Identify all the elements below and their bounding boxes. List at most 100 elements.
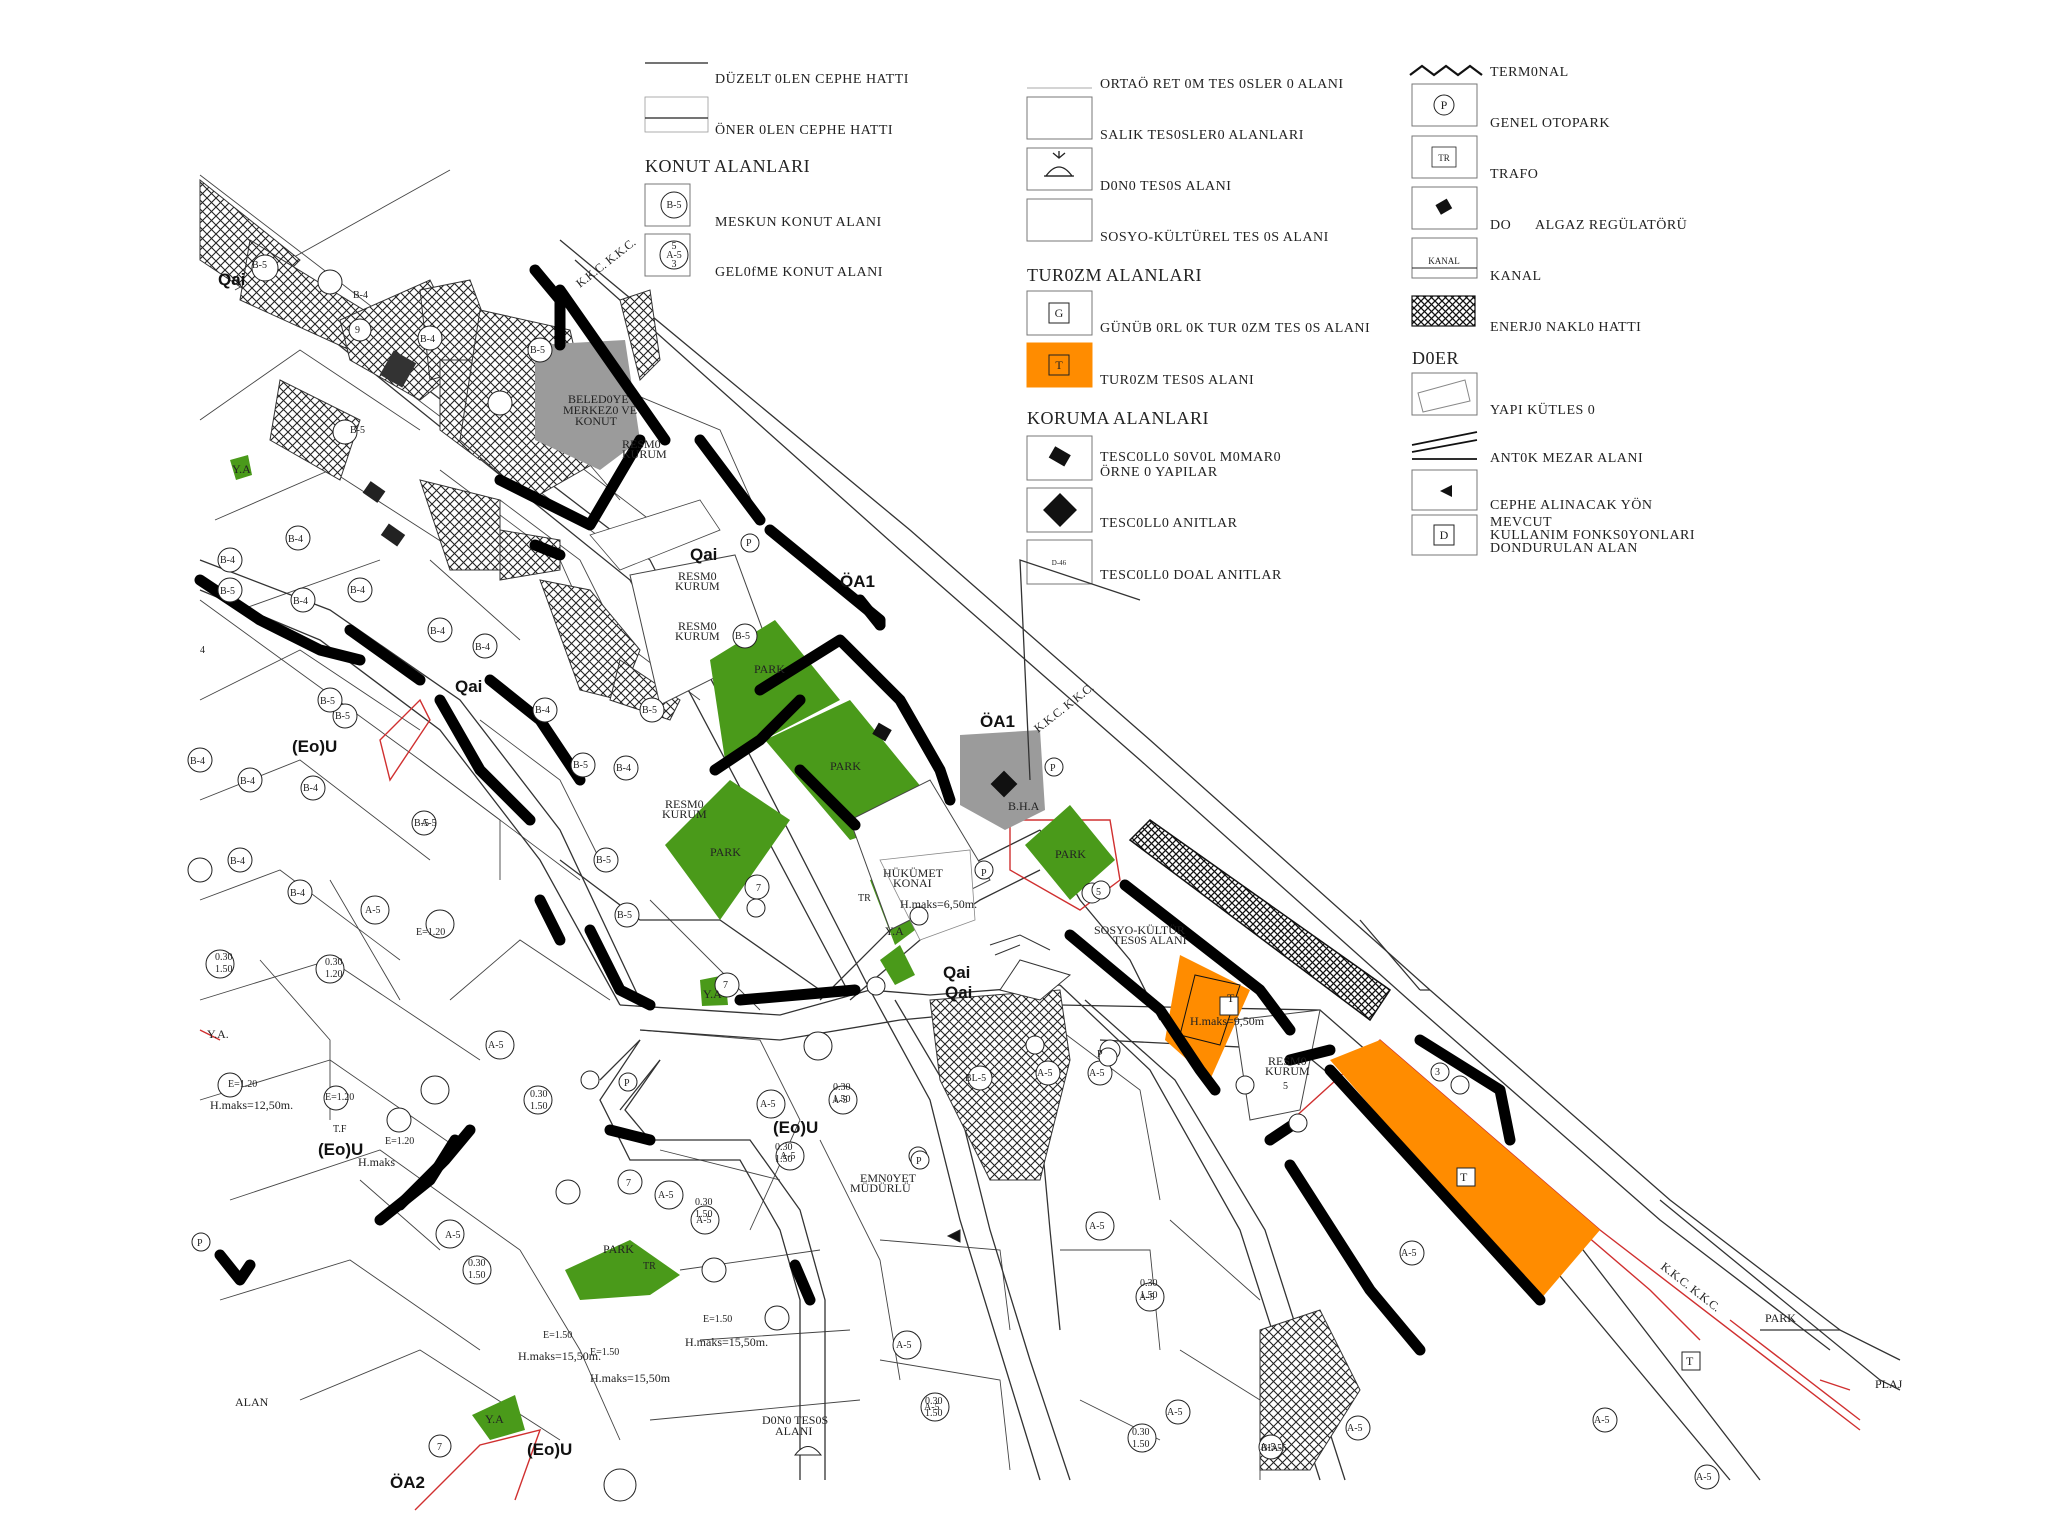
civil-architecture-icon xyxy=(1048,446,1071,467)
resmi-kurum-2-label-1: RESM0 xyxy=(678,569,717,583)
belediye-label-1: BELED0YE xyxy=(568,392,629,406)
v150-label-1: 1.50 xyxy=(215,964,233,975)
ya-label-5: Y.A xyxy=(885,924,904,938)
b5-label-6: B-5 xyxy=(320,696,335,707)
a5-label-10: A-5 xyxy=(1347,1423,1363,1434)
legend-mevcut-symbol: D xyxy=(1440,528,1449,542)
v150-label-4: 1.50 xyxy=(833,1094,851,1105)
a5-label-14: A-5 xyxy=(1037,1068,1053,1079)
legend-gelisme-konut: GEL0fME KONUT ALANI xyxy=(715,265,883,280)
a5-label-19: A-5 xyxy=(445,1230,461,1241)
emniyet-label-2: MÜDÜRLÜ xyxy=(850,1181,911,1195)
resmi-kurum-1-label-1: RESM0 xyxy=(622,437,661,451)
legend-cephe: CEPHE ALINACAK YÖN xyxy=(1490,496,1652,513)
legend-tescilli-dogal-symbol: D-46 xyxy=(1052,559,1067,567)
b4-label-15: B-4 xyxy=(616,763,631,774)
hmaks-short-label: H.maks xyxy=(358,1155,395,1169)
v150-label-5: 1.50 xyxy=(695,1209,713,1220)
legend-gunubirlik: GÜNÜB 0RL 0K TUR 0ZM TES 0S ALANI xyxy=(1100,319,1370,336)
p-label-7: P xyxy=(197,1238,203,1249)
v030-label-2: 0.30 xyxy=(325,957,343,968)
legend-konut-head: KONUT ALANLARI xyxy=(645,156,810,176)
number-4-label: 4 xyxy=(200,645,205,656)
park-4 xyxy=(1025,805,1115,900)
turizm-2-symbol: T xyxy=(1460,1170,1468,1184)
b4-label-4: B-4 xyxy=(293,596,308,607)
v030-label-3: 0.30 xyxy=(530,1089,548,1100)
v150-label-6: 1.50 xyxy=(468,1270,486,1281)
b5-label-9: B-5 xyxy=(617,910,632,921)
b4-label-8: B-4 xyxy=(220,555,235,566)
legend-kanal-symbol: KANAL xyxy=(1428,256,1460,266)
turizm-hmaks: H.maks=9,50m xyxy=(1190,1014,1265,1028)
number-7-label-3: 7 xyxy=(626,1178,631,1189)
bl5-label-1: BL-5 xyxy=(965,1073,986,1084)
number-7-label-1: 7 xyxy=(756,883,761,894)
number-5-label-1: 5 xyxy=(1283,1081,1288,1092)
park-5 xyxy=(565,1240,680,1300)
v150-label-7: 1.50 xyxy=(1140,1290,1158,1301)
park-6-label: PARK xyxy=(1765,1311,1796,1325)
kkc-label-3: K.K.C. K.K.C. xyxy=(1658,1259,1723,1314)
b5-label-10: B-5 xyxy=(596,855,611,866)
hmaks-1250-label: H.maks=12,50m. xyxy=(210,1098,293,1112)
monument-icon xyxy=(1043,493,1077,527)
number-7-label-4: 7 xyxy=(437,1442,442,1453)
v030-label-8: 0.30 xyxy=(1140,1278,1158,1289)
ya-2 xyxy=(230,455,252,480)
legend-trafo: TRAFO xyxy=(1490,167,1538,182)
legend-gelisme-symbol-mid: A-5 xyxy=(666,250,682,261)
qai-label-2: Qai xyxy=(690,545,717,564)
legend-yapi-kutlesi: YAPI KÜTLES 0 xyxy=(1490,401,1595,418)
kkc-label-1: K.K.C. K.K.C. xyxy=(573,235,638,290)
legend-turizm-head: TUR0ZM ALANLARI xyxy=(1027,265,1202,285)
legend-otopark: GENEL OTOPARK xyxy=(1490,116,1610,131)
b5-label-1: B-5 xyxy=(252,260,267,271)
v150-label-2: 1.50 xyxy=(530,1101,548,1112)
emniyet-label-1: EMN0YET xyxy=(860,1171,917,1185)
e120-label-3: E=1.20 xyxy=(325,1092,354,1103)
kkc-label-2: K.K.C. K.K.C. xyxy=(1031,680,1096,735)
b5-label-5: B-5 xyxy=(335,711,350,722)
legend-terminal: TERM0NAL xyxy=(1490,65,1569,80)
legend-gelisme-symbol-top: 5 xyxy=(672,241,677,252)
tomb-area-icon xyxy=(1411,431,1478,460)
b4-label-1: B-4 xyxy=(353,290,368,301)
tr-label-1: TR xyxy=(858,893,871,904)
legend-turizm-tesis: TUR0ZM TES0S ALANI xyxy=(1100,373,1254,388)
a5-label-12: A-5 xyxy=(1594,1415,1610,1426)
terminal-icon xyxy=(1409,64,1483,77)
legend-tescilli-anit: TESC0LL0 ANITLAR xyxy=(1100,516,1238,531)
oa1-label-2: ÖA1 xyxy=(980,712,1015,731)
ya-4 xyxy=(880,945,915,985)
hmaks-1550-label-3: H.maks=15,50m xyxy=(590,1371,671,1385)
gas-regulator-icon xyxy=(1435,198,1453,215)
hukumet-label-1: HÜKÜMET xyxy=(883,866,944,880)
legend-otopark-symbol: P xyxy=(1441,98,1448,112)
a5-label-5: A-5 xyxy=(924,1402,940,1413)
e150-label-2: E=1.50 xyxy=(590,1347,619,1358)
legend-koruma-head: KORUMA ALANLARI xyxy=(1027,408,1209,428)
v030-label-1: 0.30 xyxy=(215,952,233,963)
resmi-kurum-2-label-2: KURUM xyxy=(675,579,720,593)
b5-label-4: B-5 xyxy=(220,586,235,597)
dini-tesis-label-1: D0N0 TES0S xyxy=(762,1413,828,1427)
qai-label-4: Qai xyxy=(943,963,970,982)
sosyo-label-1: SOSYO-KÜLTÜR xyxy=(1094,923,1185,937)
a5-label-13: A-5 xyxy=(1696,1472,1712,1483)
edge-lines xyxy=(1019,559,1901,1361)
a5-label-8: A-5 xyxy=(1167,1407,1183,1418)
cephe-lines xyxy=(194,264,1546,1356)
tf-label: T.F xyxy=(333,1124,347,1135)
v150-label-3: 1.50 xyxy=(775,1154,793,1165)
a5-label-9: A-5 xyxy=(1260,1442,1276,1453)
a5-label-2: A-5 xyxy=(832,1095,848,1106)
p-label-3: P xyxy=(981,868,987,879)
v120-label-1: 1.20 xyxy=(325,969,343,980)
map-labels: BELED0YE MERKEZ0 VE KONUT RESM0 KURUM RE… xyxy=(190,235,1903,1492)
v150-label-9: 1.50 xyxy=(1132,1439,1150,1450)
resmi-kurum-4-label-2: KURUM xyxy=(662,807,707,821)
park-2-label: PARK xyxy=(830,759,861,773)
legend-tescilli-sivil-1: TESC0LL0 S0V0L M0MAR0 xyxy=(1100,450,1281,465)
resmi-kurum-3-label-1: RESM0 xyxy=(678,619,717,633)
